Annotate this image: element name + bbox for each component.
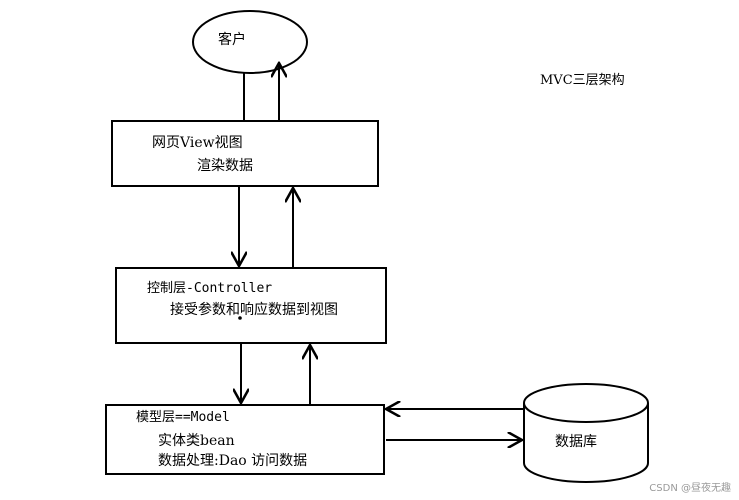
model-layer-line1: 实体类bean [158, 433, 235, 449]
model-layer-box [105, 404, 385, 475]
model-layer-title: 模型层==Model [136, 410, 230, 425]
controller-dot [238, 316, 242, 320]
database-cylinder [523, 383, 649, 483]
watermark: CSDN @昼夜无趣 [649, 483, 731, 494]
client-ellipse [192, 10, 308, 74]
model-layer-line2: 数据处理:Dao 访问数据 [158, 453, 308, 469]
client-label: 客户 [218, 32, 246, 48]
view-layer-desc: 渲染数据 [197, 158, 253, 174]
view-layer-title: 网页View视图 [152, 135, 243, 151]
view-layer-box [111, 120, 379, 187]
controller-layer-title: 控制层-Controller [147, 281, 273, 296]
diagram-title: MVC三层架构 [540, 73, 625, 88]
database-label: 数据库 [555, 434, 597, 450]
controller-layer-box [115, 267, 387, 344]
controller-layer-desc: 接受参数和响应数据到视图 [170, 302, 338, 318]
